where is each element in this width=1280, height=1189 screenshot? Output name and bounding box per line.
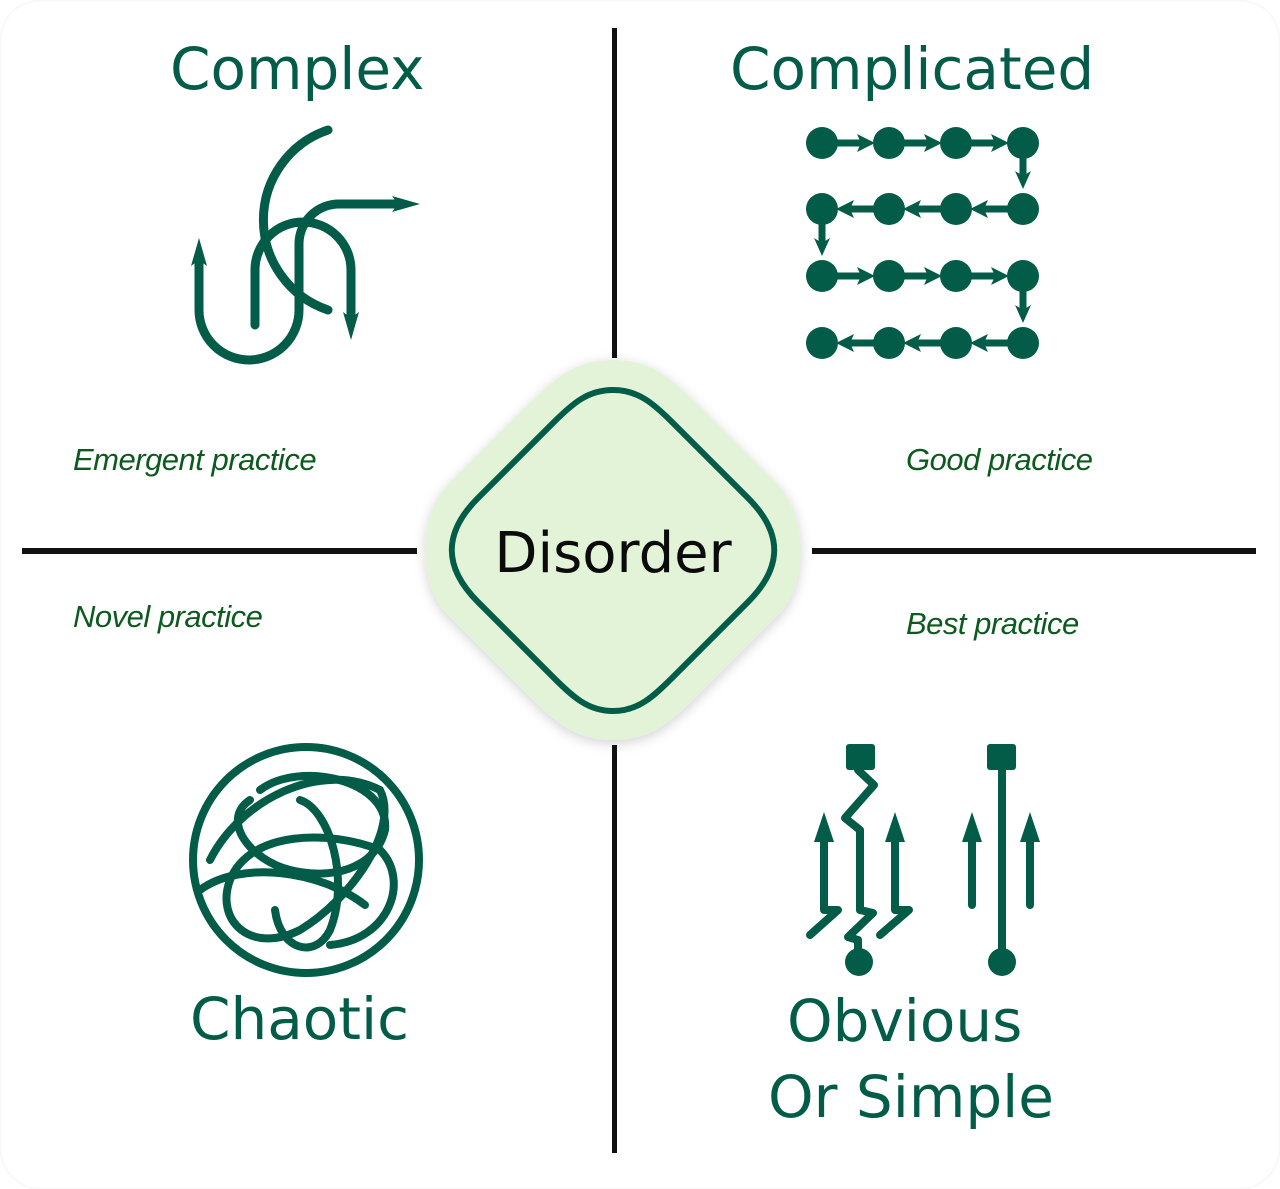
disorder-label: Disorder bbox=[494, 520, 732, 586]
flow-dot bbox=[806, 327, 838, 359]
practice-label-good: Good practice bbox=[906, 442, 1093, 477]
snake-flow-dots-icon bbox=[806, 127, 1039, 359]
flow-arrowhead bbox=[924, 134, 942, 152]
flow-dot bbox=[806, 260, 838, 292]
flow-arrowhead bbox=[970, 334, 988, 352]
flow-dot bbox=[806, 127, 838, 159]
flow-arrowhead bbox=[903, 334, 921, 352]
flow-arrowhead bbox=[1015, 171, 1031, 189]
flow-dot bbox=[1007, 193, 1039, 225]
practice-label-emergent: Emergent practice bbox=[73, 442, 317, 477]
quadrant-title-obvious-line1: Obvious bbox=[787, 987, 1023, 1055]
quadrant-title-chaotic: Chaotic bbox=[190, 985, 410, 1053]
flow-arrowhead bbox=[857, 267, 875, 285]
flow-arrowhead bbox=[814, 238, 830, 256]
flow-dot bbox=[806, 193, 838, 225]
scribble-circle-icon bbox=[189, 743, 423, 977]
vertical-axis-top bbox=[612, 28, 617, 358]
disorder-outline bbox=[448, 386, 778, 715]
horizontal-axis-right bbox=[812, 548, 1256, 554]
flow-dot bbox=[873, 193, 905, 225]
flow-dot bbox=[873, 260, 905, 292]
tangled-arrows-icon bbox=[191, 125, 420, 365]
quadrant-title-complicated: Complicated bbox=[730, 35, 1095, 103]
horizontal-axis-left bbox=[22, 548, 417, 554]
vertical-axis-bottom bbox=[612, 745, 617, 1153]
practice-label-best: Best practice bbox=[906, 606, 1079, 641]
flow-dot bbox=[940, 193, 972, 225]
flow-dot bbox=[940, 327, 972, 359]
flow-arrowhead bbox=[924, 267, 942, 285]
flow-arrowhead bbox=[970, 200, 988, 218]
flow-dot bbox=[1007, 260, 1039, 292]
flow-arrowhead bbox=[903, 200, 921, 218]
flow-arrowhead bbox=[836, 200, 854, 218]
flow-arrowhead bbox=[1015, 305, 1031, 323]
flow-dot bbox=[1007, 127, 1039, 159]
flow-dot bbox=[873, 327, 905, 359]
flow-dot bbox=[940, 260, 972, 292]
flow-arrowhead bbox=[857, 134, 875, 152]
straight-paths-icon bbox=[806, 744, 1040, 976]
quadrant-title-complex: Complex bbox=[170, 35, 425, 103]
quadrant-title-obvious-line2: Or Simple bbox=[768, 1063, 1054, 1131]
disorder-node: Disorder bbox=[413, 355, 813, 745]
flow-arrowhead bbox=[836, 334, 854, 352]
practice-label-novel: Novel practice bbox=[73, 599, 263, 634]
flow-arrowhead bbox=[991, 134, 1009, 152]
flow-dot bbox=[1007, 327, 1039, 359]
flow-dot bbox=[940, 127, 972, 159]
flow-arrowhead bbox=[991, 267, 1009, 285]
flow-dot bbox=[873, 127, 905, 159]
